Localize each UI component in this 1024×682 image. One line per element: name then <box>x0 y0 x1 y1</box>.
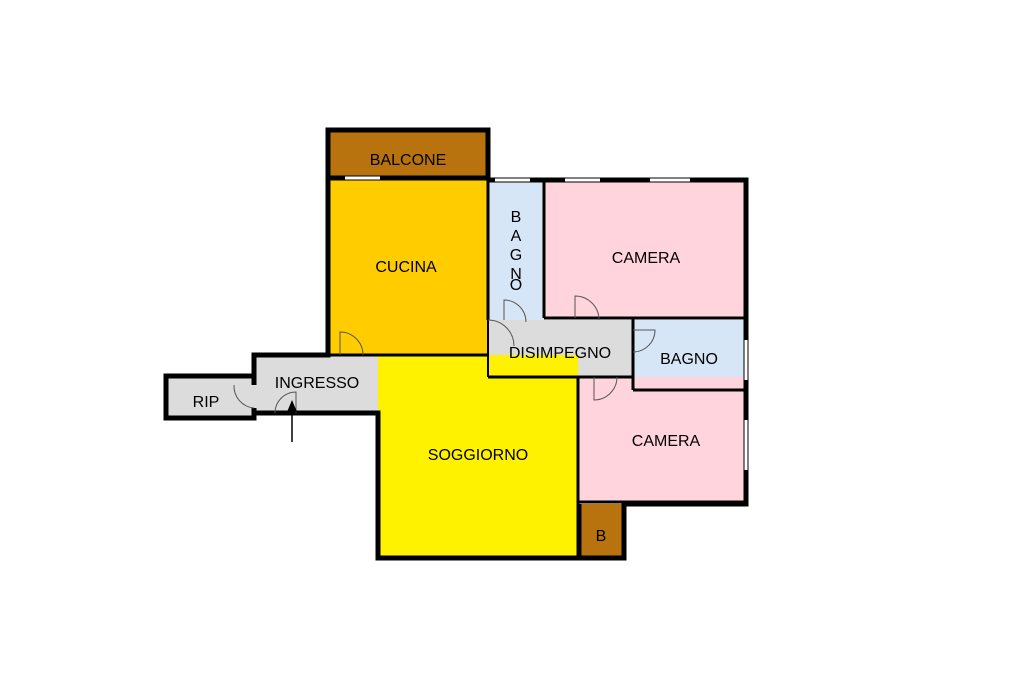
bagno-1-letter: G <box>510 247 522 264</box>
walls <box>163 127 749 561</box>
cucina-area <box>328 180 488 355</box>
door-swings <box>233 295 656 414</box>
b-area <box>580 504 624 558</box>
disimpegno-label: DISIMPEGNO <box>509 345 611 362</box>
balcone-wall <box>325 127 491 181</box>
soggiorno-label: SOGGIORNO <box>428 447 528 464</box>
bagno-1-letter: A <box>511 228 522 245</box>
bagno-2-label: BAGNO <box>660 351 718 368</box>
b-label: B <box>596 528 607 545</box>
door-swing <box>503 299 527 323</box>
door-swing <box>574 295 600 321</box>
door-swing <box>593 376 618 401</box>
camera-2-area <box>578 377 744 502</box>
bagno-1-letter: O <box>510 277 522 294</box>
balcone-area <box>328 130 488 177</box>
door-swing <box>233 384 255 409</box>
bagno-1-letter: B <box>511 209 522 226</box>
bagno-1-letter: N <box>510 266 522 283</box>
door-swing <box>487 319 515 347</box>
door-swing <box>339 331 364 356</box>
rip-area <box>166 378 254 418</box>
soggiorno-area <box>378 355 578 558</box>
balcone-label: BALCONE <box>370 152 446 169</box>
entrance-arrow-icon <box>287 400 297 442</box>
rip-label: RIP <box>193 394 220 411</box>
windows <box>345 176 748 470</box>
ingresso-label: INGRESSO <box>275 375 359 392</box>
ingresso-area <box>254 355 378 413</box>
camera-1-label: CAMERA <box>612 250 681 267</box>
camera-1-area <box>544 180 744 318</box>
bagno-1-area <box>488 180 544 320</box>
cucina-label: CUCINA <box>375 259 437 276</box>
bagno-1-label: B A G N O <box>510 209 522 294</box>
camera-2-label: CAMERA <box>632 433 701 450</box>
door-swing <box>632 329 656 353</box>
door-swing <box>274 391 297 414</box>
